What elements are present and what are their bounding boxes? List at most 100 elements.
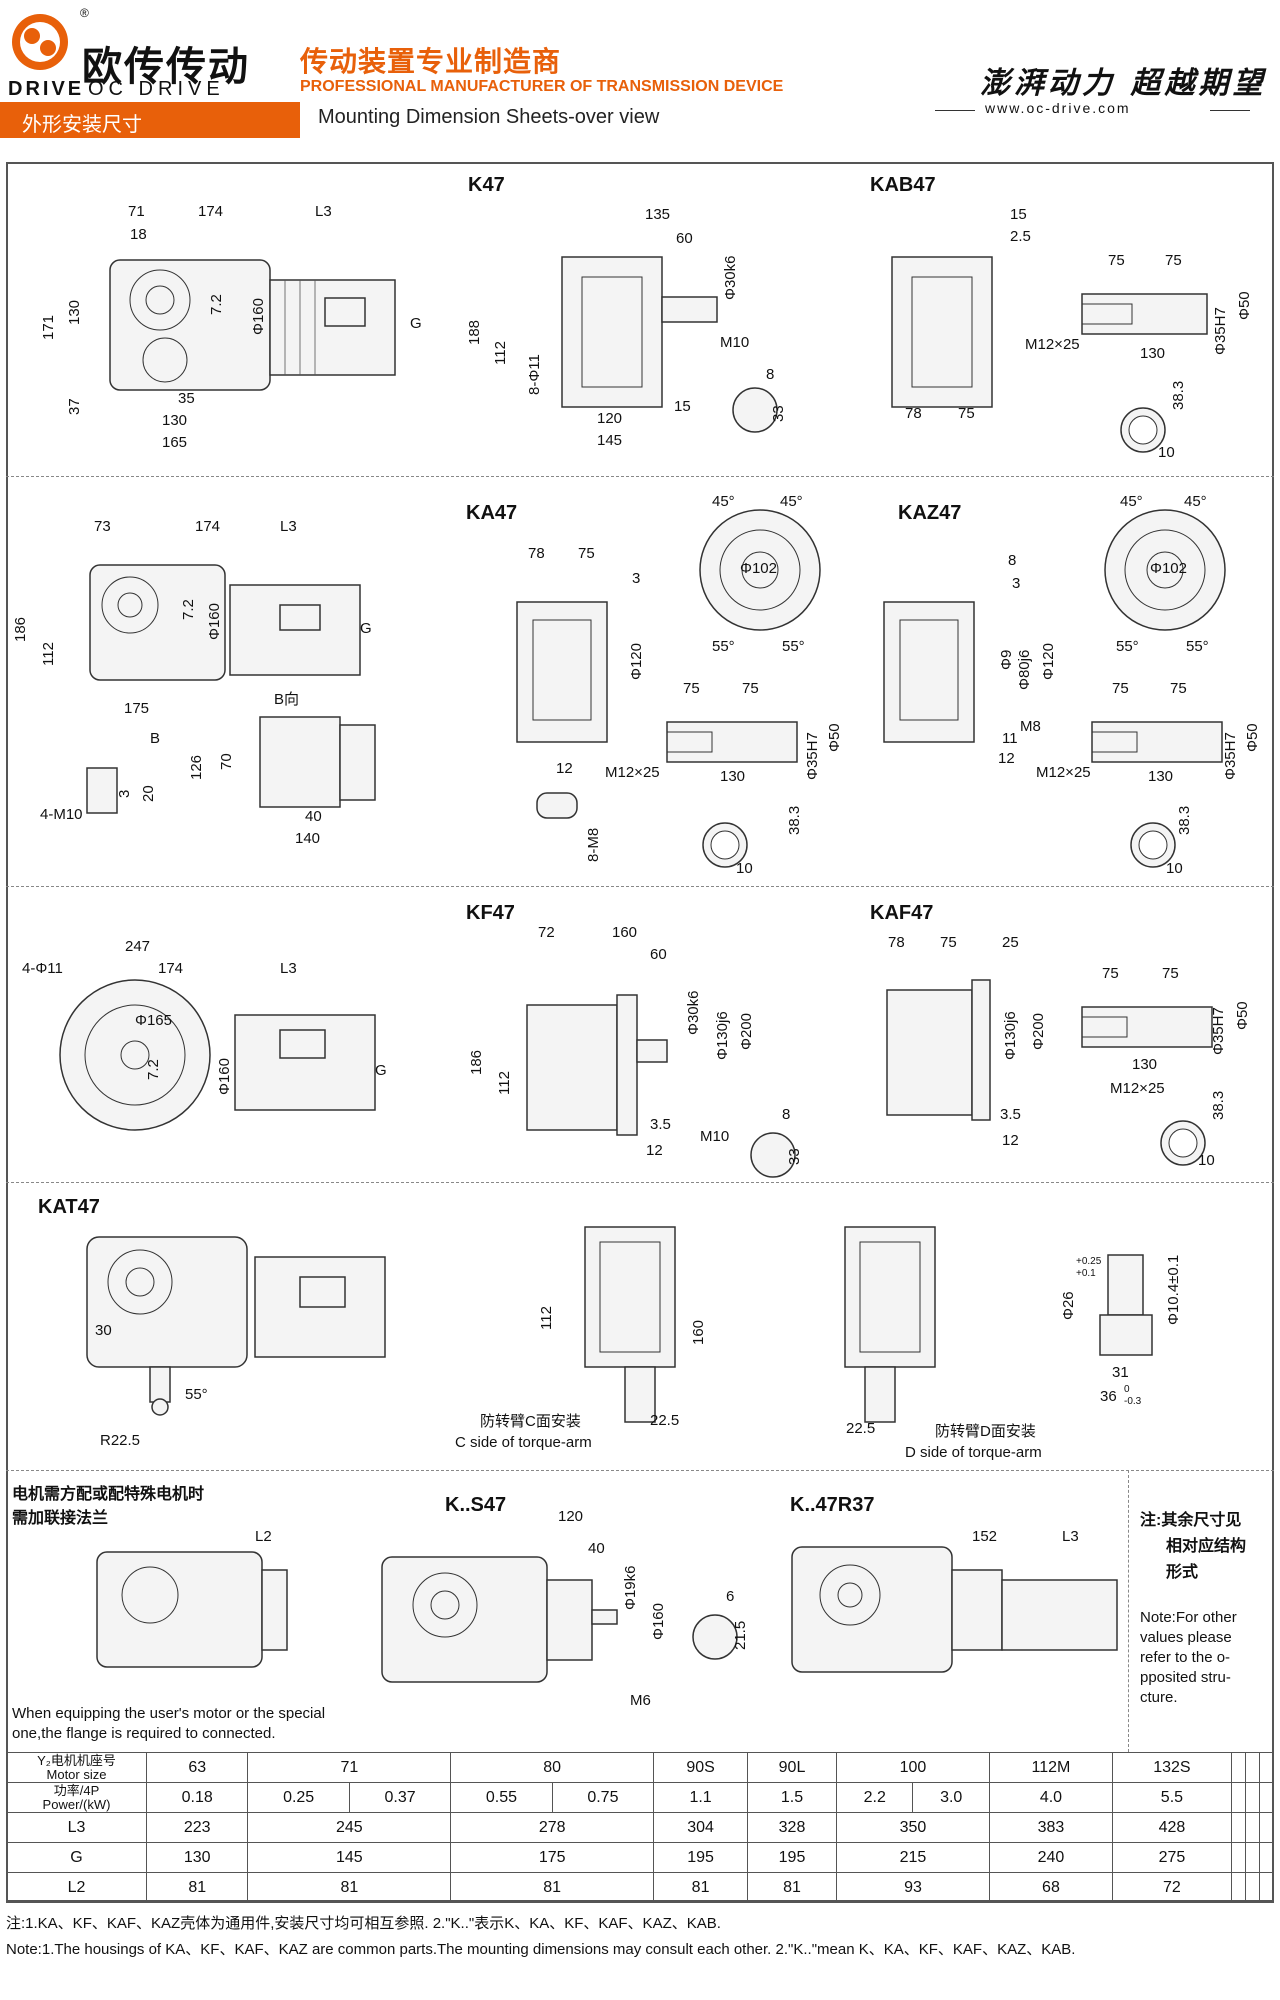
kab47-hollow-shaft [1081, 293, 1208, 335]
table-cell: 81 [247, 1872, 452, 1903]
table-cell: 3.0 [912, 1782, 990, 1813]
table-cell: 81 [747, 1872, 837, 1903]
dim: 75 [1108, 252, 1125, 269]
table-cell [1230, 1782, 1246, 1813]
dim: Φ10.4±0.1 [1165, 1254, 1182, 1325]
dim: Φ35H7 [1210, 1007, 1227, 1055]
table-cell: 72 [1111, 1872, 1232, 1903]
kaz47-flange-view [1104, 509, 1226, 631]
table-cell: 195 [653, 1842, 749, 1873]
page-header: ® 欧传传动 DRIVE OC DRIVE 传动装置专业制造商 PROFESSI… [0, 0, 1280, 140]
row-divider [6, 886, 1274, 887]
dim: M12×25 [1025, 336, 1080, 353]
row-divider [6, 476, 1274, 477]
dim: 45° [780, 493, 803, 510]
dim: Φ50 [1244, 723, 1261, 752]
dim: 75 [1112, 680, 1129, 697]
dim: 75 [958, 405, 975, 422]
dim: 78 [528, 545, 545, 562]
table-cell: 245 [247, 1812, 452, 1843]
dim: 4-Φ11 [22, 960, 63, 977]
dim: Φ200 [738, 1013, 755, 1050]
dim: 55° [712, 638, 735, 655]
table-cell: 350 [836, 1812, 990, 1843]
k47-front-view [561, 256, 718, 408]
dim: 15 [674, 398, 691, 415]
section-bar: 外形安装尺寸 [0, 102, 300, 138]
table-cell [1244, 1752, 1260, 1783]
dim: 8 [782, 1106, 791, 1123]
table-cell: 1.1 [653, 1782, 749, 1813]
row-label: L2 [6, 1872, 147, 1903]
dim: Φ102 [1150, 560, 1187, 577]
kat47-d-side-view [844, 1226, 936, 1423]
dim-tolerance: +0.25 [1076, 1256, 1102, 1267]
table-cell [1230, 1812, 1246, 1843]
dim: 135 [645, 206, 671, 223]
header-en: Power/(kW) [42, 1796, 111, 1812]
dim: 35 [178, 390, 195, 407]
torque-arm-c-en: C side of torque-arm [455, 1434, 592, 1451]
side-note-cn3: 形式 [1166, 1564, 1199, 1581]
table-cell: 71 [247, 1752, 452, 1783]
dim: 45° [1184, 493, 1207, 510]
ka47-b-view [259, 716, 376, 808]
table-cell: 81 [145, 1872, 249, 1903]
dim: Φ160 [650, 1603, 667, 1640]
dim: 78 [888, 934, 905, 951]
table-cell: 90L [747, 1752, 837, 1783]
dim: Φ35H7 [1222, 732, 1239, 780]
kaf47-front-view [886, 979, 991, 1121]
dim: Φ35H7 [804, 732, 821, 780]
dim: 10 [1198, 1152, 1215, 1169]
table-cell [1258, 1872, 1275, 1903]
dim: 71 [128, 203, 145, 220]
dim: 112 [496, 1071, 513, 1095]
dim: 45° [1120, 493, 1143, 510]
model-label-k47: K47 [468, 174, 505, 196]
table-cell: 1.5 [747, 1782, 837, 1813]
torque-arm-d-en: D side of torque-arm [905, 1444, 1042, 1461]
ks47-shaft-section [692, 1614, 738, 1660]
dim: 75 [1102, 965, 1119, 982]
brand-name-cn: 欧传传动 [82, 45, 250, 89]
dim: 75 [742, 680, 759, 697]
table-cell: 304 [653, 1812, 749, 1843]
dim: 175 [124, 700, 150, 717]
dim: 130 [1132, 1056, 1158, 1073]
dim: 126 [188, 754, 205, 780]
dim: 3.5 [1000, 1106, 1021, 1123]
table-cell: 4.0 [988, 1782, 1113, 1813]
ka47-side-view [89, 564, 361, 681]
dim: 3 [1012, 575, 1021, 592]
dim: Φ80j6 [1016, 649, 1033, 690]
dim: M12×25 [1036, 764, 1091, 781]
registered-mark: ® [80, 6, 89, 20]
footnote-en: Note:1.The housings of KA、KF、KAF、KAZ are… [6, 1941, 1076, 1958]
table-cell: 112M [988, 1752, 1113, 1783]
model-label-kat47: KAT47 [38, 1196, 100, 1218]
brand-name-en: DRIVE [8, 78, 85, 100]
table-cell: 80 [450, 1752, 655, 1783]
dim: 10 [1166, 860, 1183, 877]
website-link[interactable]: www.oc-drive.com [985, 100, 1131, 116]
dim: 130 [1140, 345, 1166, 362]
section-title-en: Mounting Dimension Sheets-over view [318, 106, 660, 128]
kaz47-shaft-section [1130, 822, 1176, 868]
dim: 78 [905, 405, 922, 422]
kf47-side-view [59, 979, 376, 1131]
dim: 160 [612, 924, 638, 941]
dim: M10 [700, 1128, 730, 1145]
table-cell: 2.2 [835, 1782, 914, 1813]
dim: 31 [1112, 1364, 1129, 1381]
dim: Φ30k6 [722, 255, 739, 301]
dim: 75 [940, 934, 957, 951]
kaf47-shaft-section [1160, 1120, 1206, 1166]
header-en: Motor size [46, 1766, 107, 1782]
kaf47-hollow-shaft [1081, 1006, 1213, 1048]
table-cell: 278 [450, 1812, 655, 1843]
dim: G [375, 1062, 387, 1079]
